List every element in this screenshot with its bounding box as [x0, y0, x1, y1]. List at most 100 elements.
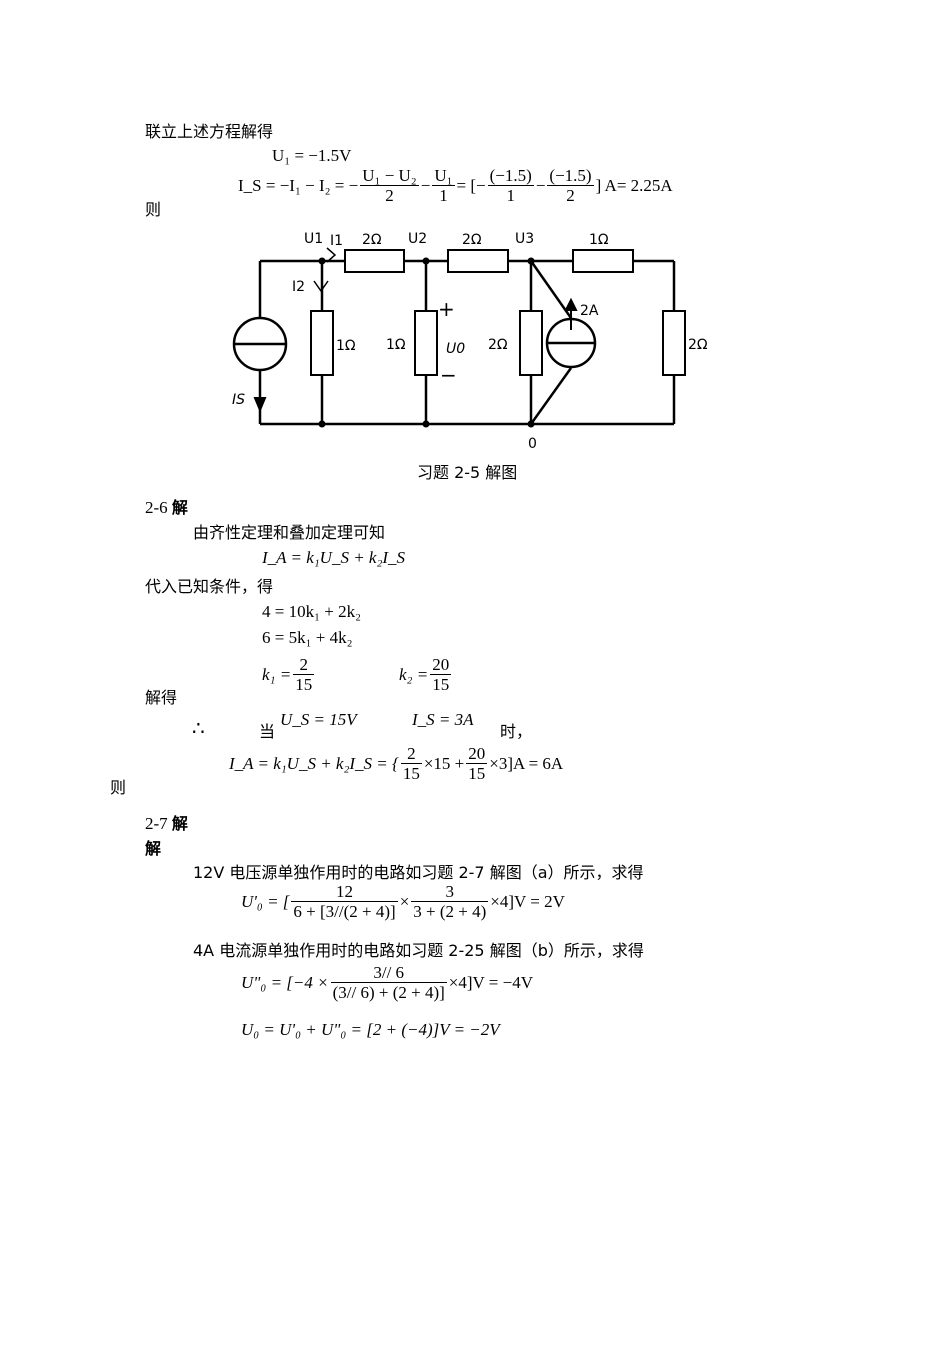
equation-1: 4 = 10k₁ + 2k₂ [262, 602, 362, 621]
k1-lhs: k₁ = [262, 664, 292, 684]
resistor-4 [662, 310, 686, 376]
label-u3: U3 [515, 231, 534, 247]
resistor-3 [519, 310, 543, 376]
resistor-1 [310, 310, 334, 376]
current-sources [232, 316, 597, 372]
resistor-top-1 [344, 249, 405, 273]
is-mid: = [− [456, 175, 486, 195]
resistor-top-3 [572, 249, 634, 273]
is-value: I_S = 3A [412, 710, 474, 729]
denominator: 15 [402, 764, 420, 783]
numerator: 20 [466, 744, 488, 764]
arrow-icon [326, 247, 337, 263]
is-lhs: I_S = −I₁ − I₂ = − [238, 175, 359, 195]
denominator: 6 + [3//(2 + 4)] [293, 902, 396, 921]
resistor-top-2 [447, 249, 509, 273]
denominator: 1 [439, 186, 448, 205]
current-source-text: 4A 电流源单独作用时的电路如习题 2-25 解图（b）所示，求得 [193, 941, 644, 960]
conditions-text: 代入已知条件，得 [145, 577, 274, 596]
denominator: 2 [385, 186, 394, 205]
k2-lhs: k₂ = [399, 664, 429, 684]
equation-2: 6 = 5k₁ + 4k₂ [262, 628, 353, 647]
solve-label: 解得 [145, 688, 178, 707]
label-i1: I1 [330, 233, 343, 249]
circuit-caption: 习题 2-5 解图 [417, 463, 518, 482]
ia-equation: I_A = k₁U_S + k₂I_S [262, 548, 406, 567]
label-r4: 2Ω [688, 337, 708, 353]
arrow-icon [253, 386, 267, 413]
label-r-top1: 2Ω [362, 232, 382, 248]
us-value: U_S = 15V [280, 710, 357, 729]
label-minus: − [440, 363, 457, 387]
is-tail: ] A= 2.25A [595, 175, 673, 195]
numerator: 12 [291, 882, 398, 902]
numerator: 3 [411, 882, 489, 902]
label-u1: U1 [304, 231, 323, 247]
label-i2: I2 [292, 279, 305, 295]
label-r2: 1Ω [386, 337, 406, 353]
when-label: 当 [259, 722, 276, 741]
denominator: 3 + (2 + 4) [413, 902, 487, 921]
ia-tail: ×3]A = 6A [489, 753, 564, 773]
ia-mid: ×15 + [423, 753, 465, 773]
then-label: 则 [145, 200, 162, 219]
denominator: 1 [506, 186, 515, 205]
heading-number: 2-7 [145, 814, 168, 833]
denominator: (3// 6) + (2 + 4)] [332, 983, 445, 1002]
label-ground: 0 [528, 436, 537, 452]
section-heading-2-7: 2-7 解 [145, 810, 188, 834]
circuit-diagram: U1 I1 2Ω U2 2Ω U3 1Ω I2 1Ω 1Ω 2Ω 2Ω + − … [232, 231, 708, 452]
numerator: 2 [400, 744, 422, 764]
fraction: 3// 6(3// 6) + (2 + 4)] [330, 963, 447, 1002]
arrow-icon [313, 280, 329, 293]
denominator: 15 [432, 675, 450, 694]
denominator: 2 [566, 186, 575, 205]
fraction: (−1.5)1 [487, 166, 534, 205]
theorem-text: 由齐性定理和叠加定理可知 [193, 523, 386, 542]
u0-final-equation: U₀ = U'₀ + U"₀ = [2 + (−4)]V = −2V [241, 1020, 500, 1039]
nodes [318, 257, 535, 428]
voltage-source-text: 12V 电压源单独作用时的电路如习题 2-7 解图（a）所示，求得 [193, 863, 644, 882]
numerator: (−1.5) [487, 166, 534, 186]
arrow-icon [564, 297, 578, 330]
u0-double-prime-equation: U"₀ = [−4 × 3// 6(3// 6) + (2 + 4)] ×4]V… [241, 963, 533, 1002]
therefore-symbol: ∴ [192, 718, 205, 740]
label-r-top3: 1Ω [589, 232, 609, 248]
times-sign: × [399, 891, 410, 911]
section-heading-2-6: 2-6 解 [145, 494, 188, 518]
resistors [310, 249, 686, 376]
label-src-2a: 2A [580, 303, 599, 319]
numerator: U₁ − U₂ [360, 166, 419, 186]
label-u2: U2 [408, 231, 427, 247]
heading-bold: 解 [171, 814, 188, 833]
ia-lhs: I_A = k₁U_S + k₂I_S = { [229, 753, 399, 773]
u1-equation: U₁ = −1.5V [272, 146, 352, 165]
label-is: IS [232, 392, 245, 408]
label-r1: 1Ω [336, 338, 356, 354]
numerator: 20 [430, 655, 452, 675]
fraction: (−1.5)2 [547, 166, 594, 205]
numerator: U₁ [432, 166, 455, 186]
denominator: 15 [295, 675, 313, 694]
numerator: (−1.5) [547, 166, 594, 186]
label-r-top2: 2Ω [462, 232, 482, 248]
denominator: 15 [468, 764, 486, 783]
u0pp-tail: ×4]V = −4V [448, 972, 533, 992]
minus-sign: − [535, 175, 546, 195]
label-uo: U0 [446, 341, 465, 357]
minus-sign: − [420, 175, 431, 195]
u0p-lhs: U'₀ = [ [241, 891, 290, 911]
label-plus: + [438, 297, 455, 321]
time-label: 时， [500, 722, 533, 741]
then-label-2: 则 [110, 778, 127, 797]
